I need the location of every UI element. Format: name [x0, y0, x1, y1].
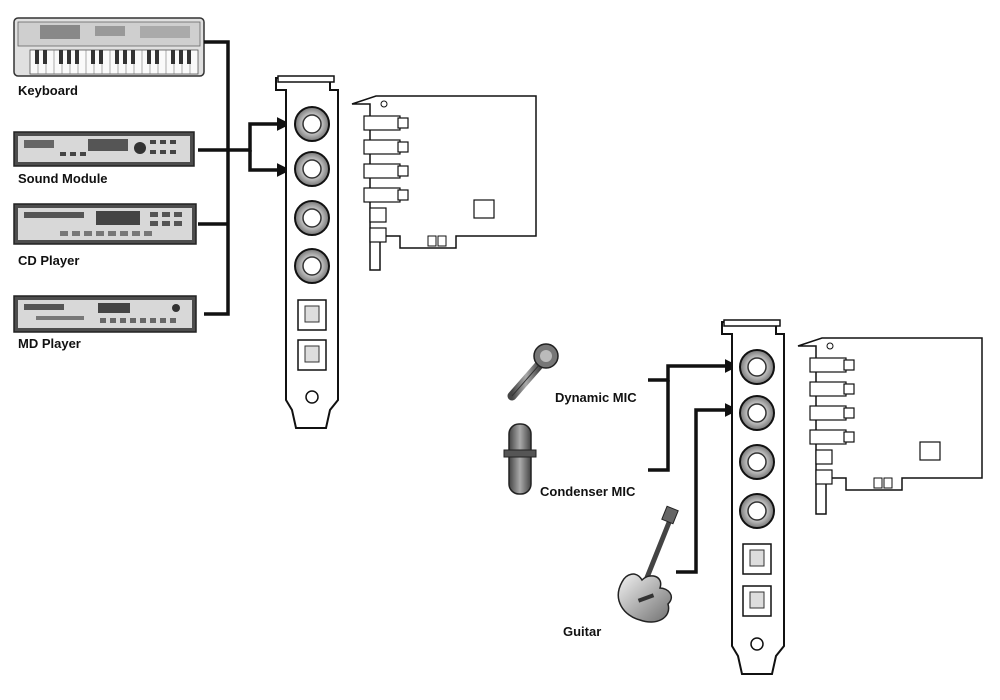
cd-player-label: CD Player: [18, 253, 80, 268]
guitar-label: Guitar: [563, 624, 602, 639]
right-pci-card: [797, 337, 983, 515]
right-cables: [648, 359, 739, 574]
right-card-bracket: [721, 319, 785, 675]
md-player-label: MD Player: [18, 336, 81, 351]
md-player-device: [13, 295, 197, 333]
left-pci-card: [351, 95, 537, 271]
condenser-mic-icon: [503, 423, 537, 495]
keyboard-label: Keyboard: [18, 83, 78, 98]
sound-module-device: [13, 131, 195, 167]
keyboard-keys: [29, 49, 199, 75]
guitar-icon: [617, 505, 679, 623]
dynamic-mic-icon: [507, 343, 559, 401]
dynamic-mic-label: Dynamic MIC: [555, 390, 637, 405]
keyboard-device: [13, 17, 205, 77]
sound-module-label: Sound Module: [18, 171, 108, 186]
cd-player-device: [13, 203, 197, 245]
left-card-bracket: [275, 75, 339, 429]
left-cables: [198, 40, 291, 316]
condenser-mic-label: Condenser MIC: [540, 484, 636, 499]
